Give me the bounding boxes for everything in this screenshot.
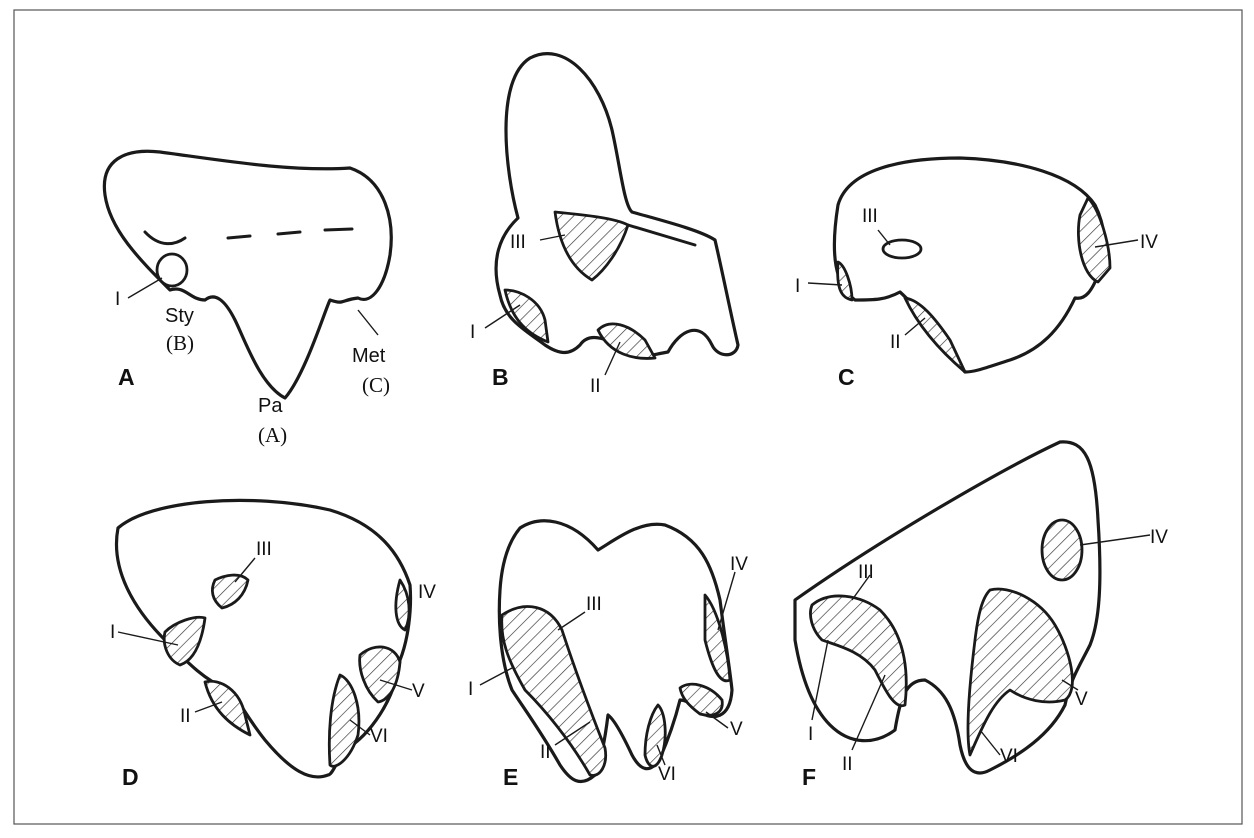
facet-a-i — [157, 254, 187, 286]
facet-label-e-ii: II — [540, 742, 551, 763]
facet-label-f-iii: III — [858, 562, 874, 583]
facet-label-f-ii: II — [842, 754, 853, 775]
facet-label-f-iv: IV — [1150, 527, 1168, 548]
panel-letter-a: A — [118, 364, 135, 390]
facet-label-d-v: V — [412, 681, 425, 702]
panel-letter-d: D — [122, 764, 139, 790]
facet-label-e-iii: III — [586, 594, 602, 615]
cusp-alt-pa: (A) — [258, 423, 287, 447]
facet-label-c-i: I — [795, 276, 800, 297]
facet-label-b-iii: III — [510, 232, 526, 253]
facet-label-d-i: I — [110, 622, 115, 643]
facet-label-b-ii: II — [590, 376, 601, 397]
panel-letter-b: B — [492, 364, 509, 390]
panel-letter-c: C — [838, 364, 855, 390]
cusp-label-met: Met — [352, 345, 386, 367]
panel-letter-e: E — [503, 764, 518, 790]
facet-label-e-vi: VI — [658, 764, 676, 785]
facet-label-f-v: V — [1075, 689, 1088, 710]
facet-label-f-i: I — [808, 724, 813, 745]
facet-label-c-iv: IV — [1140, 232, 1158, 253]
cusp-label-pa: Pa — [258, 395, 283, 417]
facet-label-d-iii: III — [256, 539, 272, 560]
facet-label-d-vi: VI — [370, 726, 388, 747]
cusp-alt-met: (C) — [362, 373, 390, 397]
cusp-label-sty: Sty — [165, 305, 194, 327]
facet-label-f-vi: VI — [1000, 746, 1018, 767]
facet-label-c-ii: II — [890, 332, 901, 353]
facet-label-b-i: I — [470, 322, 475, 343]
cusp-alt-sty: (B) — [166, 331, 194, 355]
facet-label-c-iii: III — [862, 206, 878, 227]
facet-label-a-i: I — [115, 289, 120, 310]
facet-label-e-v: V — [730, 719, 743, 740]
facet-label-d-iv: IV — [418, 582, 436, 603]
facet-label-e-iv: IV — [730, 554, 748, 575]
panel-letter-f: F — [802, 764, 816, 790]
facet-label-e-i: I — [468, 679, 473, 700]
facet-label-d-ii: II — [180, 706, 191, 727]
facet-f-iv — [1042, 520, 1082, 580]
